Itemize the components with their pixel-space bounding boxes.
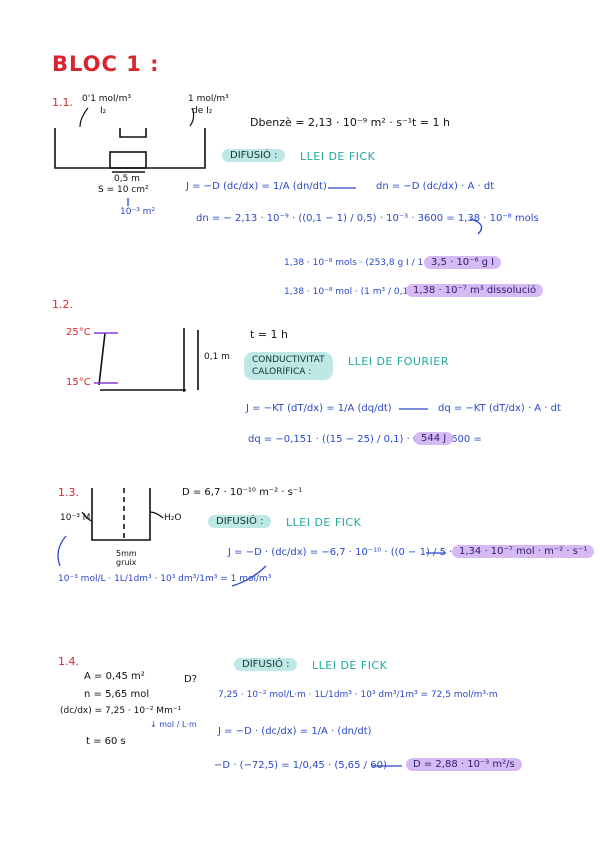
right-concentration: 1 mol/m³	[188, 94, 229, 104]
tag-line-1: CONDUCTIVITAT	[252, 355, 325, 365]
moles-value: n = 5,65 mol	[84, 689, 150, 700]
time-value-1-4: t = 60 s	[86, 736, 126, 747]
section-1-3-number: 1.3.	[58, 486, 79, 499]
time-value-1-2: t = 1 h	[250, 328, 288, 341]
thickness-value: 5mm	[116, 549, 137, 558]
vessel-1-3	[91, 488, 151, 541]
wall-thickness: 0,1 m	[204, 352, 230, 362]
diffusion-coefficient: Dbenzè = 2,13 · 10⁻⁹ m² · s⁻¹	[250, 116, 413, 129]
tag-conductivitat: CONDUCTIVITAT CALORÍFICA :	[244, 352, 333, 380]
law-label-1-3: LLEI DE FICK	[286, 516, 362, 529]
gradient-unit: ↓ mol / L·m	[150, 720, 197, 729]
gradient-value: (dc/dx) = 7,25 · 10⁻² Mm⁻¹	[60, 706, 182, 716]
equation-1-4: J = −D · (dc/dx) = 1/A · (dn/dt)	[218, 726, 372, 737]
equation-calc-dq: dq = −0,151 · ((15 − 25) / 0,1) · 0,01 ·…	[248, 434, 482, 445]
membrane-tube	[109, 151, 147, 169]
pointer-right	[189, 107, 195, 127]
equation-1-3: J = −D · (dc/dx) = −6,7 · 10⁻¹⁰ · ((0 − …	[228, 547, 493, 558]
result-d: D = 2,88 · 10⁻³ m²/s	[406, 758, 522, 771]
left-symbol: I₂	[100, 106, 107, 116]
pointer-13-right	[149, 511, 164, 519]
result-mass: 3,5 · 10⁻⁶ g I	[424, 256, 502, 269]
arrow-1-1b	[469, 218, 483, 235]
water-label: H₂O	[164, 513, 182, 523]
concentration-left: 10⁻³ M	[60, 513, 91, 523]
section-1-4-number: 1.4.	[58, 655, 79, 668]
vessel-divider	[119, 128, 147, 138]
result-volume: 1,38 · 10⁻⁷ m³ dissolució	[406, 284, 544, 297]
unknown-d: D?	[184, 674, 198, 685]
equation-mass: 1,38 · 10⁻⁸ mols · (253,8 g I / 1 mol I)…	[284, 258, 463, 268]
equation-dn: dn = −D (dc/dx) · A · dt	[376, 181, 495, 192]
result-flux: 1,34 · 10⁻⁷ mol · m⁻² · s⁻¹	[452, 545, 595, 558]
tag-line-2: CALORÍFICA :	[252, 367, 312, 377]
pointer-13-left	[81, 511, 93, 522]
tube-area: S = 10 cm²	[98, 185, 149, 195]
conversion-1-4: 7,25 · 10⁻² mol/L·m · 1L/1dm³ · 10³ dm³/…	[218, 690, 498, 700]
wall-left-line	[98, 332, 106, 386]
equation-dq: dq = −KT (dT/dx) · A · dt	[438, 403, 561, 414]
equation-fick: J = −D (dc/dx) = 1/A (dn/dt)	[186, 181, 327, 192]
area-value: A = 0,45 m²	[84, 671, 145, 682]
temp-hot: 25°C	[66, 327, 91, 338]
arrow-1-3-right	[231, 565, 267, 587]
area-conversion: 10⁻³ m²	[120, 207, 156, 217]
equation-volume: 1,38 · 10⁻⁸ mol · (1 m³ / 0,1 mol) =	[284, 287, 442, 297]
law-label: LLEI DE FICK	[300, 150, 376, 163]
section-1-2-number: 1.2.	[52, 298, 73, 311]
tag-difusio-1-4: DIFUSIÓ :	[234, 658, 298, 671]
tag-difusio-1-3: DIFUSIÓ :	[208, 515, 272, 528]
conversion-1-3: 10⁻³ mol/L · 1L/1dm³ · 10³ dm³/1m³ = 1 m…	[58, 574, 272, 584]
section-1-1-number: 1.1.	[52, 96, 73, 109]
result-heat: 544 J	[414, 432, 454, 445]
temp-cold: 15°C	[66, 377, 91, 388]
vessel-outline	[54, 128, 206, 169]
thickness-label: gruix	[116, 558, 137, 567]
law-label-fourier: LLEI DE FOURIER	[348, 355, 449, 368]
page-title: BLOC 1 :	[52, 52, 160, 76]
left-concentration: 0'1 mol/m³	[82, 94, 131, 104]
equation-calc-dn: dn = − 2,13 · 10⁻⁹ · ((0,1 − 1) / 0,5) ·…	[196, 213, 539, 224]
diffusion-coefficient-1-3: D = 6,7 · 10⁻¹⁰ m⁻² · s⁻¹	[182, 487, 303, 498]
equation-fourier: J = −KT (dT/dx) = 1/A (dq/dt)	[246, 403, 392, 414]
time-value: t = 1 h	[412, 116, 450, 129]
pointer-left	[79, 107, 89, 128]
law-label-1-4: LLEI DE FICK	[312, 659, 388, 672]
equation-calc-d: −D · (−72,5) = 1/0,45 · (5,65 / 60)	[214, 760, 387, 771]
tube-length: 0,5 m	[114, 174, 140, 184]
right-symbol: de I₂	[192, 106, 213, 116]
tag-difusio: DIFUSIÓ :	[222, 149, 286, 162]
arrow-1-3-left	[57, 535, 67, 567]
